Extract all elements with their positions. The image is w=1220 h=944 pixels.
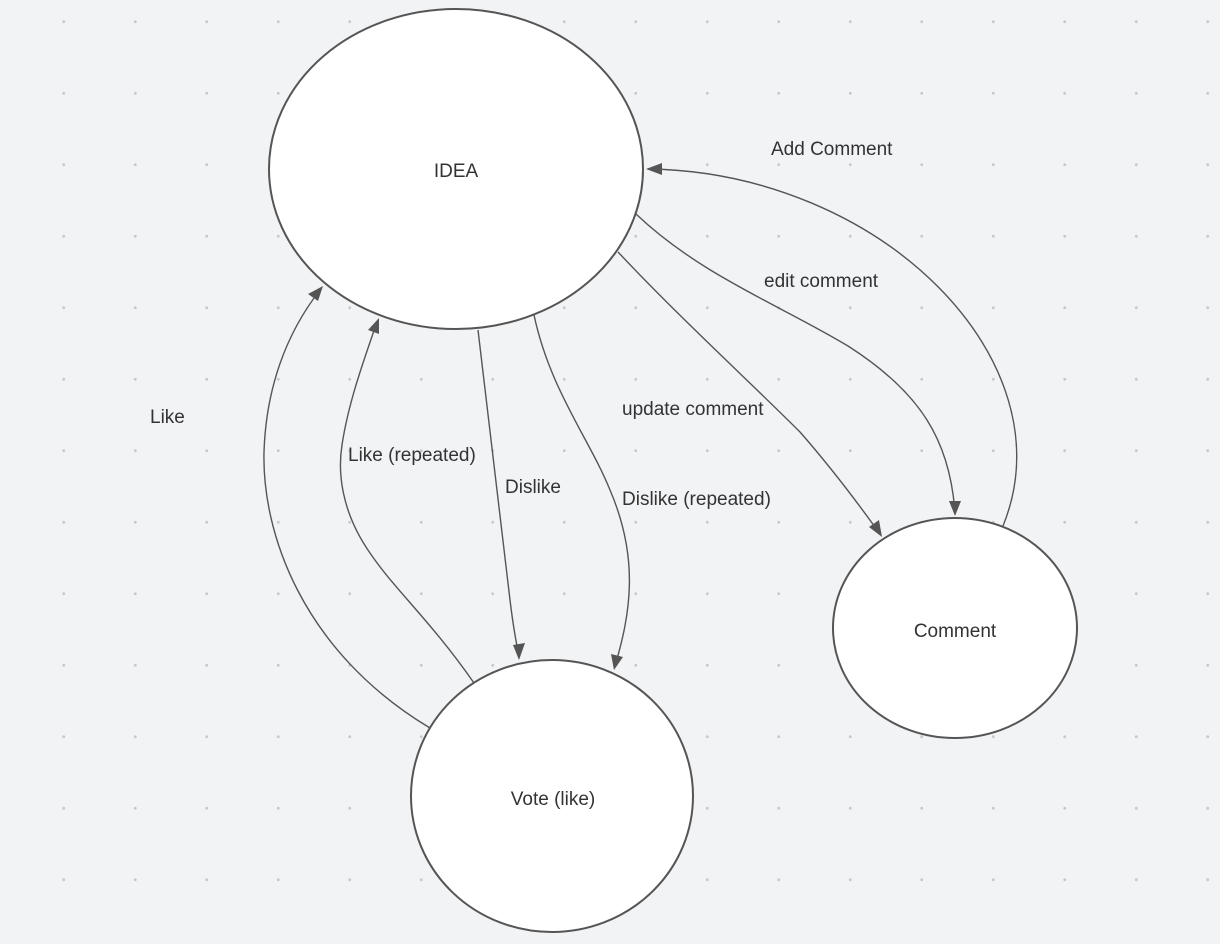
edge-dislike[interactable] [477, 329, 525, 660]
edge-like[interactable] [263, 286, 431, 729]
node-idea-label: IDEA [434, 161, 479, 182]
edge-dislike-repeated[interactable] [533, 314, 631, 670]
node-vote-like[interactable]: Vote (like) [410, 659, 694, 933]
edge-label-like: Like [150, 407, 185, 428]
node-comment[interactable]: Comment [832, 517, 1078, 739]
node-vote-like-label: Vote (like) [511, 789, 595, 810]
node-comment-label: Comment [914, 621, 997, 642]
edge-update-comment[interactable] [617, 251, 882, 537]
edge-label-update-comment: update comment [622, 399, 764, 420]
edge-label-dislike: Dislike [505, 477, 561, 498]
node-idea[interactable]: IDEA [268, 8, 644, 330]
edge-edit-comment[interactable] [635, 213, 961, 516]
edge-like-repeated[interactable] [339, 318, 475, 684]
edge-label-dislike-repeated: Dislike (repeated) [622, 489, 771, 510]
edge-add-comment[interactable] [646, 163, 1018, 527]
edge-label-add-comment: Add Comment [771, 139, 893, 160]
edge-label-like-repeated: Like (repeated) [348, 445, 476, 466]
edge-label-edit-comment: edit comment [764, 271, 879, 292]
